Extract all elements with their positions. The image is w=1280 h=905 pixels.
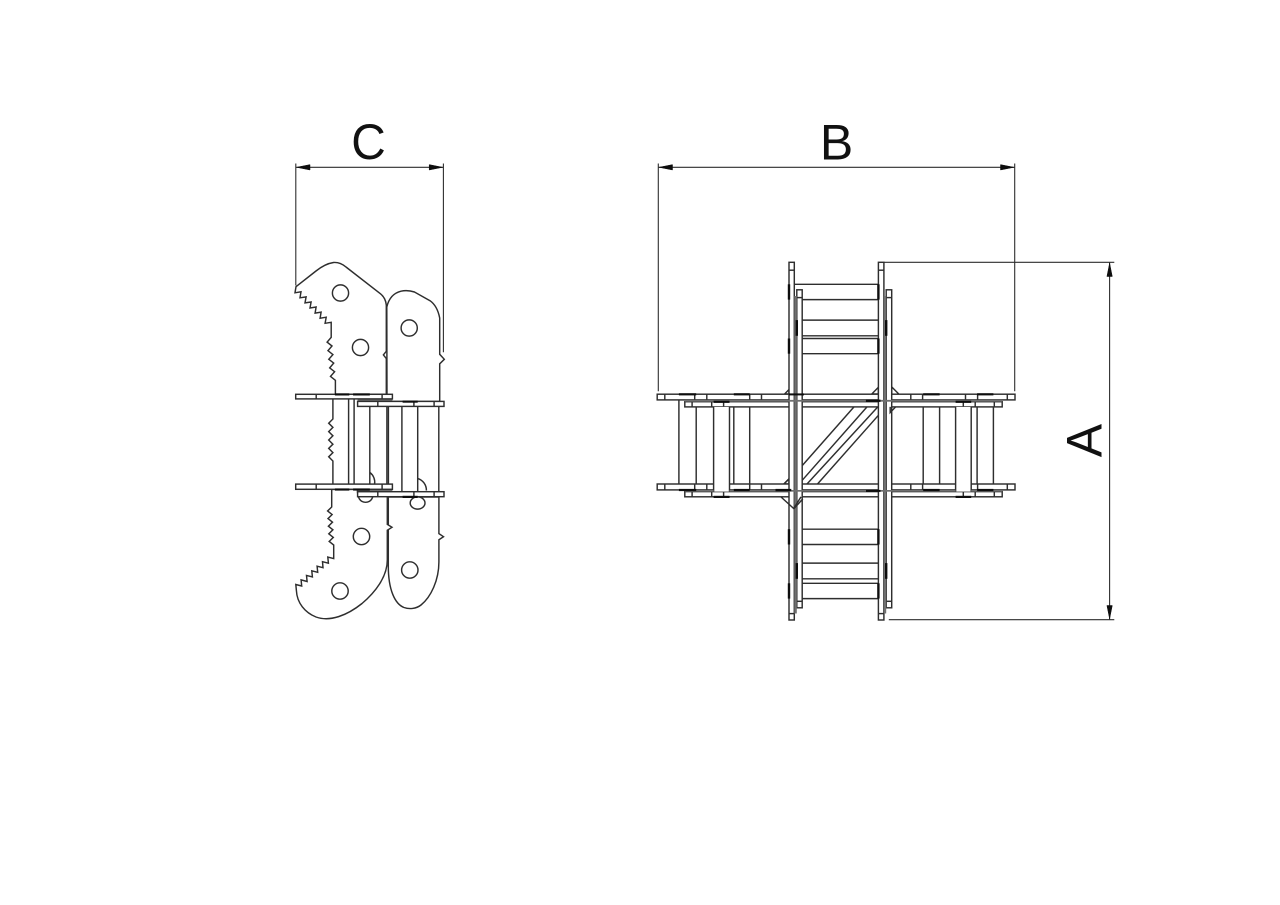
svg-text:C: C	[351, 114, 386, 170]
svg-text:B: B	[820, 114, 853, 170]
svg-text:A: A	[1057, 423, 1113, 457]
